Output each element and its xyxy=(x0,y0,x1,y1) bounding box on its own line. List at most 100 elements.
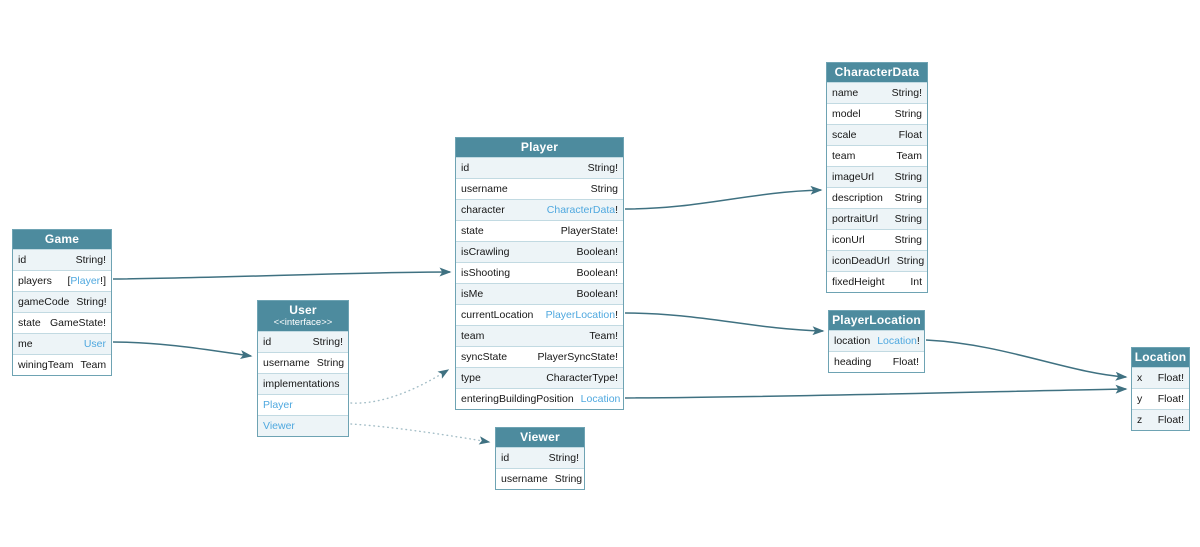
field-name: username xyxy=(501,473,548,485)
type-link[interactable]: Viewer xyxy=(263,420,295,432)
type-text: Team! xyxy=(589,330,618,342)
field-row-game-me[interactable]: me User xyxy=(13,333,111,354)
relation-arrow-game-me-to-user xyxy=(112,341,253,360)
table-subtitle: <<interface>> xyxy=(273,317,333,328)
field-name: currentLocation xyxy=(461,309,534,321)
field-type: PlayerLocation! xyxy=(546,309,618,321)
table-header-user[interactable]: User<<interface>> xyxy=(258,301,348,331)
type-text: Boolean! xyxy=(576,267,618,279)
field-name: me xyxy=(18,338,33,350)
field-row-user-Viewer[interactable]: Viewer xyxy=(258,415,348,436)
table-header-characterdata[interactable]: CharacterData xyxy=(827,63,927,82)
field-row-viewer-username[interactable]: username String xyxy=(496,468,584,489)
table-header-viewer[interactable]: Viewer xyxy=(496,428,584,447)
type-link[interactable]: User xyxy=(83,338,106,350)
field-name: iconUrl xyxy=(832,234,865,246)
field-name: isMe xyxy=(461,288,484,300)
field-type: String xyxy=(895,213,922,225)
field-row-game-players[interactable]: players[Player!] xyxy=(13,270,111,291)
field-type: Boolean! xyxy=(577,267,618,279)
field-type: String! xyxy=(892,87,922,99)
type-link[interactable]: Player xyxy=(263,399,293,411)
type-text: ! xyxy=(916,335,920,347)
field-type: String! xyxy=(76,296,106,308)
field-row-player-currentLocation[interactable]: currentLocation PlayerLocation! xyxy=(456,304,623,325)
type-text: Float! xyxy=(892,356,919,368)
field-name: imageUrl xyxy=(832,171,875,183)
type-text: String xyxy=(894,234,922,246)
field-type: GameState! xyxy=(50,317,106,329)
field-row-user-implementations[interactable]: implementations xyxy=(258,373,348,394)
field-type: String xyxy=(895,234,922,246)
field-name: team xyxy=(832,150,856,162)
field-type: Boolean! xyxy=(577,246,618,258)
relation-arrow-playerlocation-location-to-location xyxy=(925,339,1128,381)
type-link[interactable]: Location xyxy=(580,393,621,405)
field-name: location xyxy=(834,335,871,347)
type-text: String xyxy=(894,192,922,204)
type-text: PlayerState! xyxy=(560,225,618,237)
field-type: String xyxy=(897,255,924,267)
type-text: String! xyxy=(587,162,618,174)
type-text: CharacterType! xyxy=(546,372,618,384)
type-text: String! xyxy=(548,452,579,464)
type-text: GameState! xyxy=(49,317,106,329)
field-type: PlayerState! xyxy=(561,225,618,237)
field-type: String! xyxy=(313,336,343,348)
type-text: String xyxy=(590,183,618,195)
field-row-characterdata-iconUrl[interactable]: iconUrl String xyxy=(827,229,927,250)
field-row-player-type[interactable]: type CharacterType! xyxy=(456,367,623,388)
type-link[interactable]: Location xyxy=(877,335,917,347)
type-link[interactable]: CharacterData xyxy=(546,204,616,216)
field-name: y xyxy=(1137,393,1143,405)
field-type: PlayerSyncState! xyxy=(537,351,618,363)
field-type: Team xyxy=(80,359,106,371)
field-row-playerlocation-location[interactable]: location Location! xyxy=(829,330,924,351)
field-type: User xyxy=(84,338,106,350)
table-header-location[interactable]: Location xyxy=(1132,348,1189,367)
table-title: Location xyxy=(1134,350,1187,364)
field-name: character xyxy=(461,204,505,216)
type-text: String xyxy=(554,473,583,485)
field-row-user-Player[interactable]: Player xyxy=(258,394,348,415)
field-type: Float! xyxy=(1158,372,1184,384)
field-name: type xyxy=(461,372,481,384)
type-link[interactable]: Player xyxy=(70,275,101,287)
table-header-player[interactable]: Player xyxy=(456,138,623,157)
type-link[interactable]: PlayerLocation xyxy=(545,309,616,321)
table-header-playerlocation[interactable]: PlayerLocation xyxy=(829,311,924,330)
table-header-game[interactable]: Game xyxy=(13,230,111,249)
